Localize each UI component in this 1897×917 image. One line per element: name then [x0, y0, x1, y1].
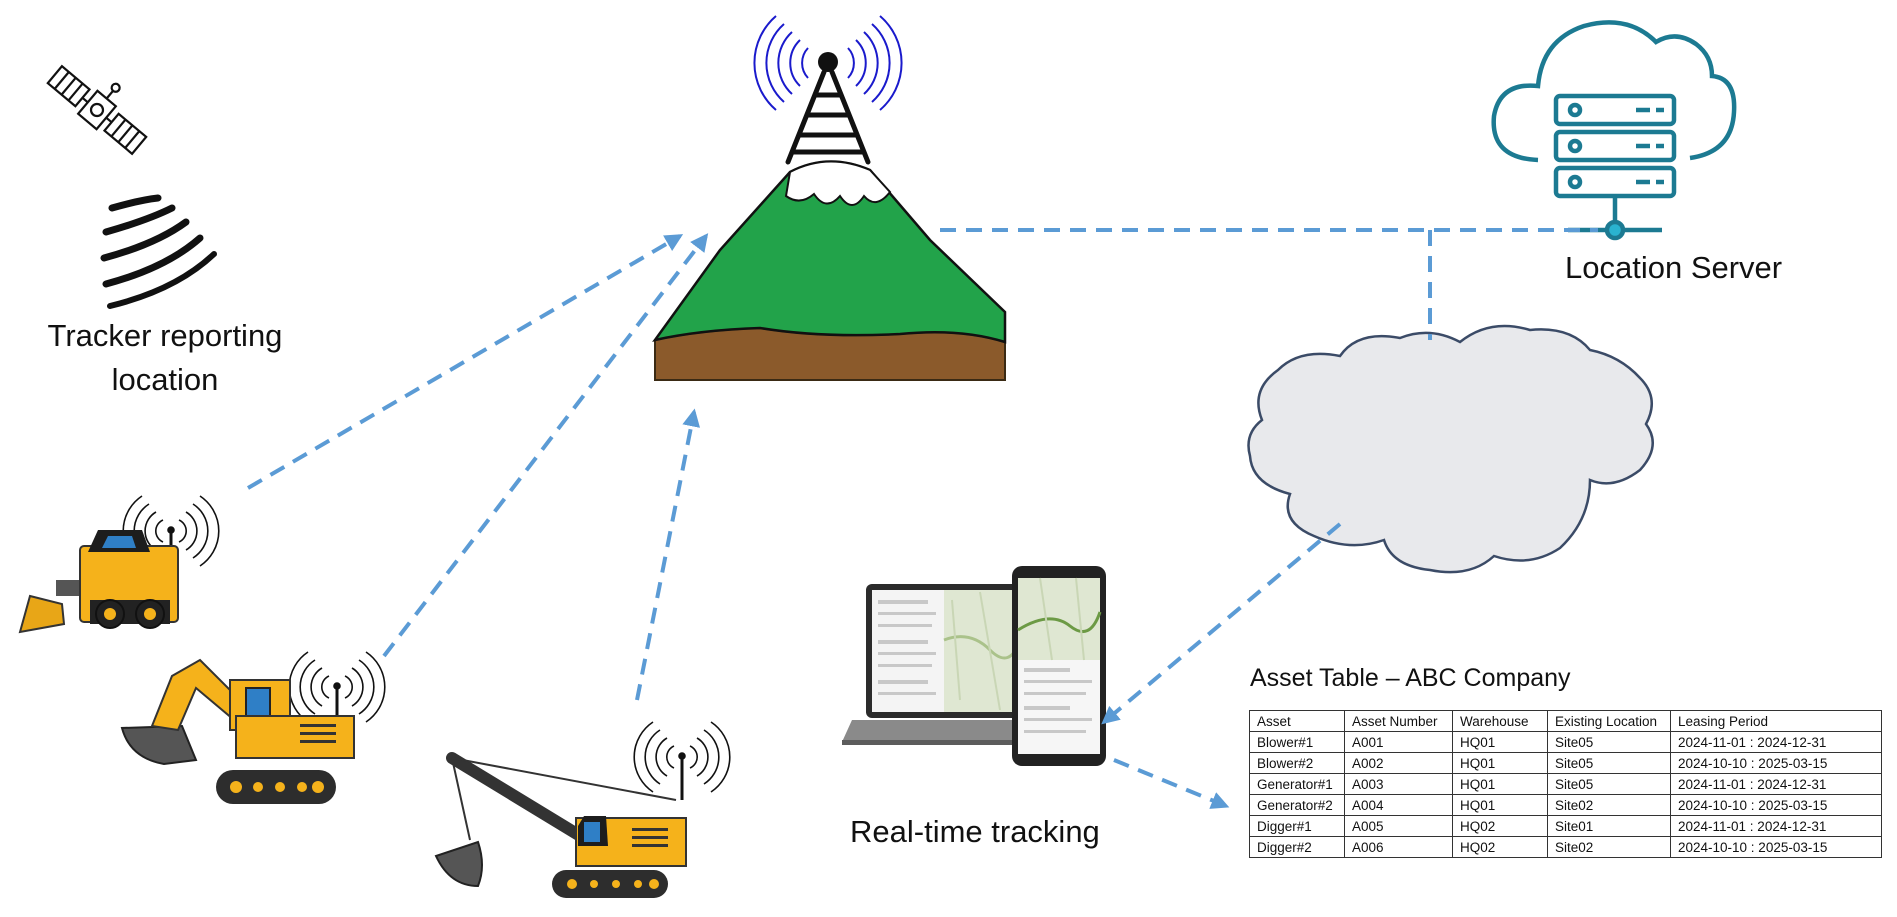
table-cell: Generator#2 — [1249, 794, 1345, 816]
asset-table: Asset Asset Number Warehouse Existing Lo… — [1249, 710, 1882, 858]
arrow-loader-to-tower — [246, 234, 684, 490]
table-cell: 2024-11-01 : 2024-12-31 — [1670, 731, 1882, 753]
mountain-icon — [652, 160, 1007, 381]
table-cell: Site02 — [1547, 794, 1671, 816]
table-cell: A001 — [1344, 731, 1453, 753]
table-cell: HQ01 — [1452, 773, 1548, 795]
table-cell: Site02 — [1547, 836, 1671, 858]
location-server-label: Location Server — [1565, 250, 1783, 285]
table-cell: A006 — [1344, 836, 1453, 858]
table-row: Digger#1 A005 HQ02 Site01 2024-11-01 : 2… — [1249, 815, 1882, 837]
asset-table-title: Asset Table – ABC Company — [1250, 664, 1571, 692]
laptop-icon — [842, 584, 1050, 745]
table-cell: A005 — [1344, 815, 1453, 837]
cloud-server-icon — [1491, 20, 1737, 241]
table-cell: A002 — [1344, 752, 1453, 774]
skid-steer-loader-icon — [18, 530, 179, 634]
table-cell: HQ01 — [1452, 731, 1548, 753]
dragline-crane-icon — [434, 752, 687, 898]
arrow-excavator-to-tower — [382, 233, 709, 658]
table-cell: Site01 — [1547, 815, 1671, 837]
antenna-icon — [633, 721, 731, 800]
table-cell: 2024-10-10 : 2025-03-15 — [1670, 752, 1882, 774]
real-time-tracking-label: Real-time tracking — [850, 814, 1100, 849]
satellite-icon — [46, 64, 148, 156]
arrow-phone-to-table — [1113, 758, 1230, 809]
table-cell: HQ01 — [1452, 752, 1548, 774]
column-header: Asset — [1249, 710, 1345, 732]
table-cell: Digger#2 — [1249, 836, 1345, 858]
table-cell: 2024-11-01 : 2024-12-31 — [1670, 815, 1882, 837]
column-header: Warehouse — [1452, 710, 1548, 732]
column-header: Leasing Period — [1670, 710, 1882, 732]
table-cell: Site05 — [1547, 773, 1671, 795]
table-cell: 2024-11-01 : 2024-12-31 — [1670, 773, 1882, 795]
table-cell: Site05 — [1547, 752, 1671, 774]
table-cell: 2024-10-10 : 2025-03-15 — [1670, 836, 1882, 858]
excavator-icon — [120, 658, 355, 804]
table-row: Blower#2 A002 HQ01 Site05 2024-10-10 : 2… — [1249, 752, 1882, 774]
table-cell: A004 — [1344, 794, 1453, 816]
table-cell: HQ02 — [1452, 815, 1548, 837]
table-row: Blower#1 A001 HQ01 Site05 2024-11-01 : 2… — [1249, 731, 1882, 753]
radio-tower-icon — [753, 15, 903, 165]
table-cell: Generator#1 — [1249, 773, 1345, 795]
arrow-crane-to-tower — [635, 408, 701, 701]
smartphone-icon — [1012, 566, 1106, 766]
signal-waves-icon — [100, 194, 217, 309]
internet-cloud-icon — [1247, 324, 1654, 574]
column-header: Asset Number — [1344, 710, 1453, 732]
tracker-reporting-label: Tracker reporting location — [47, 318, 283, 397]
table-row: Generator#2 A004 HQ01 Site02 2024-10-10 … — [1249, 794, 1882, 816]
table-cell: Digger#1 — [1249, 815, 1345, 837]
table-cell: Blower#1 — [1249, 731, 1345, 753]
table-cell: A003 — [1344, 773, 1453, 795]
table-cell: HQ01 — [1452, 794, 1548, 816]
table-cell: Site05 — [1547, 731, 1671, 753]
asset-table-header-row: Asset Asset Number Warehouse Existing Lo… — [1249, 710, 1882, 732]
table-row: Generator#1 A003 HQ01 Site05 2024-11-01 … — [1249, 773, 1882, 795]
table-cell: HQ02 — [1452, 836, 1548, 858]
table-row: Digger#2 A006 HQ02 Site02 2024-10-10 : 2… — [1249, 836, 1882, 858]
column-header: Existing Location — [1547, 710, 1671, 732]
table-cell: Blower#2 — [1249, 752, 1345, 774]
table-cell: 2024-10-10 : 2025-03-15 — [1670, 794, 1882, 816]
antenna-icon — [288, 651, 386, 723]
